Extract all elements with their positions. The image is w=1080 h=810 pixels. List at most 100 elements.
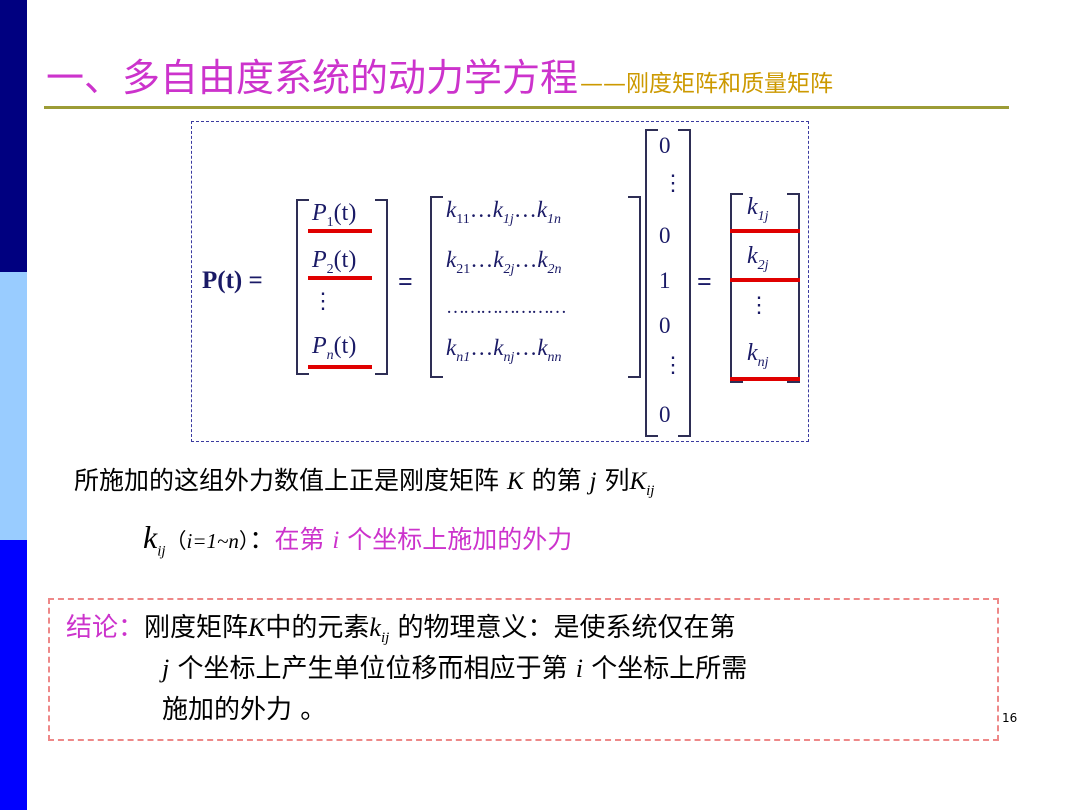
conclusion-l1-k: k bbox=[369, 613, 381, 642]
k1j-red-underline bbox=[730, 229, 800, 233]
equals-sign-2: = bbox=[697, 267, 712, 296]
line1-K: K bbox=[506, 468, 524, 495]
conclusion-l1-a: 刚度矩阵 bbox=[144, 613, 249, 643]
conclusion-l2-a: 个坐标上产生单位位移而相应于第 bbox=[169, 654, 576, 684]
pn-arg: (t) bbox=[333, 333, 357, 359]
p-vector-entry-1: P1(t) bbox=[312, 200, 357, 230]
line2-description: 在第 i 个坐标上施加的外力 bbox=[274, 525, 572, 554]
line2-colon: ： bbox=[249, 525, 275, 554]
k1j-base: k bbox=[747, 194, 758, 220]
k-matrix-left-bracket bbox=[430, 196, 443, 378]
line2-range-open: （ bbox=[165, 529, 187, 553]
line2-kij: kij bbox=[143, 519, 166, 559]
k-row1-ellipsis-1: … bbox=[469, 197, 493, 222]
line1-K-column: K bbox=[629, 468, 647, 495]
p-vector-right-bracket bbox=[375, 199, 388, 375]
pn-red-underline bbox=[308, 365, 372, 369]
conclusion-l2-b: 个坐标上所需 bbox=[583, 654, 748, 684]
result-vector-right-bracket bbox=[787, 193, 800, 383]
result-vector-entry-1: k1j bbox=[747, 194, 769, 224]
knj-sub: nj bbox=[757, 355, 769, 370]
pn-sub: n bbox=[326, 348, 334, 363]
conclusion-label: 结论： bbox=[66, 613, 145, 643]
p1-arg: (t) bbox=[333, 200, 357, 226]
k-matrix-dotted-row: ………………… bbox=[446, 297, 567, 318]
p2-base: P bbox=[312, 247, 327, 273]
page-number: 16 bbox=[1002, 711, 1018, 725]
p1-sub: 1 bbox=[326, 215, 334, 230]
line2-range-close: ） bbox=[238, 529, 250, 553]
k-row2-ellipsis-2: … bbox=[514, 247, 538, 272]
line1-text-a: 所施加的这组外力数值上正是刚度矩阵 bbox=[74, 466, 507, 495]
k-1n-base: k bbox=[536, 197, 548, 222]
conclusion-l2-i: i bbox=[575, 654, 583, 683]
conclusion-l2-j: j bbox=[162, 654, 170, 683]
k-1j-sub: 1j bbox=[502, 212, 514, 227]
k-row2-ellipsis-1: … bbox=[470, 247, 494, 272]
title-divider bbox=[44, 106, 1009, 109]
equation-lhs: P(t) = bbox=[202, 267, 263, 295]
line1-K-column-sub: ij bbox=[646, 483, 655, 499]
p2-red-underline bbox=[308, 276, 372, 280]
sidebar-middle-block bbox=[0, 272, 27, 540]
k-nj-sub: nj bbox=[503, 350, 515, 365]
slide-title: 一、多自由度系统的动力学方程——刚度矩阵和质量矩阵 bbox=[46, 52, 833, 110]
k2j-sub: 2j bbox=[757, 258, 769, 273]
p-vector-entry-2: P2(t) bbox=[312, 247, 357, 277]
k-rown-ellipsis-1: … bbox=[470, 335, 494, 360]
k-21-base: k bbox=[446, 247, 457, 272]
k-n1-base: k bbox=[446, 335, 457, 360]
k-row1-ellipsis-2: … bbox=[513, 197, 537, 222]
explanation-line-2: kij（i=1~n）：在第 i 个坐标上施加的外力 bbox=[143, 515, 572, 573]
line1-j: j bbox=[589, 468, 597, 495]
line2-k-base: k bbox=[143, 519, 158, 555]
k-matrix-row-1: k11…k1j…k1n bbox=[446, 197, 561, 227]
k-nj-base: k bbox=[493, 335, 504, 360]
k2j-red-underline bbox=[730, 278, 800, 282]
unit-vector-vdots-2: ⋮ bbox=[662, 352, 684, 377]
k1j-sub: 1j bbox=[757, 209, 769, 224]
k-2n-sub: 2n bbox=[547, 262, 562, 277]
k-1n-sub: 1n bbox=[547, 212, 562, 227]
p2-arg: (t) bbox=[333, 247, 357, 273]
explanation-line-1: 所施加的这组外力数值上正是刚度矩阵 K 的第 j 列Kij bbox=[74, 461, 654, 511]
conclusion-l1-b: 中的元素 bbox=[265, 613, 370, 643]
k-nn-base: k bbox=[537, 335, 548, 360]
p1-base: P bbox=[312, 200, 327, 226]
result-vector-entry-n: knj bbox=[747, 340, 769, 370]
slide-title-main: 一、多自由度系统的动力学方程 bbox=[46, 56, 579, 100]
line1-text-c: 列 bbox=[596, 466, 630, 495]
result-vector-entry-2: k2j bbox=[747, 243, 769, 273]
conclusion-box: 结论：刚度矩阵K中的元素kij 的物理意义：是使系统仅在第 j 个坐标上产生单位… bbox=[48, 598, 999, 741]
k-matrix-row-2: k21…k2j…k2n bbox=[446, 247, 562, 277]
k-1j-base: k bbox=[492, 197, 503, 222]
p1-red-underline bbox=[308, 229, 372, 233]
sidebar-top-block bbox=[0, 0, 27, 272]
k-2n-base: k bbox=[537, 247, 548, 272]
conclusion-l1-c: 的物理意义：是使系统仅在第 bbox=[389, 613, 736, 643]
k-2j-base: k bbox=[493, 247, 504, 272]
k-n1-sub: n1 bbox=[456, 350, 471, 365]
unit-vector-vdots-1: ⋮ bbox=[662, 170, 684, 195]
k-2j-sub: 2j bbox=[503, 262, 515, 277]
unit-vector-left-bracket bbox=[645, 129, 658, 437]
k-nn-sub: nn bbox=[547, 350, 562, 365]
line2-desc-a: 在第 bbox=[274, 525, 333, 554]
sidebar-bottom-block bbox=[0, 540, 27, 810]
result-vector-vdots: ⋮ bbox=[748, 292, 770, 317]
conclusion-line-2: j 个坐标上产生单位位移而相应于第 i 个坐标上所需 bbox=[162, 651, 747, 687]
knj-base: k bbox=[747, 340, 758, 366]
line2-desc-i: i bbox=[332, 527, 340, 554]
line2-desc-b: 个坐标上施加的外力 bbox=[339, 525, 573, 554]
k-rown-ellipsis-2: … bbox=[514, 335, 538, 360]
p-vector-entry-n: Pn(t) bbox=[312, 333, 357, 363]
k2j-base: k bbox=[747, 243, 758, 269]
line2-range: i=1~n bbox=[186, 529, 239, 553]
unit-vector-entry-2: 0 bbox=[659, 223, 671, 248]
conclusion-line-1: 结论：刚度矩阵K中的元素kij 的物理意义：是使系统仅在第 bbox=[66, 610, 736, 656]
k-matrix-right-bracket bbox=[628, 196, 641, 378]
conclusion-line-3: 施加的外力 。 bbox=[162, 695, 327, 725]
slide-title-subtitle: ——刚度矩阵和质量矩阵 bbox=[580, 71, 834, 97]
unit-vector-entry-1: 0 bbox=[659, 133, 671, 158]
unit-vector-entry-3: 1 bbox=[659, 268, 671, 293]
